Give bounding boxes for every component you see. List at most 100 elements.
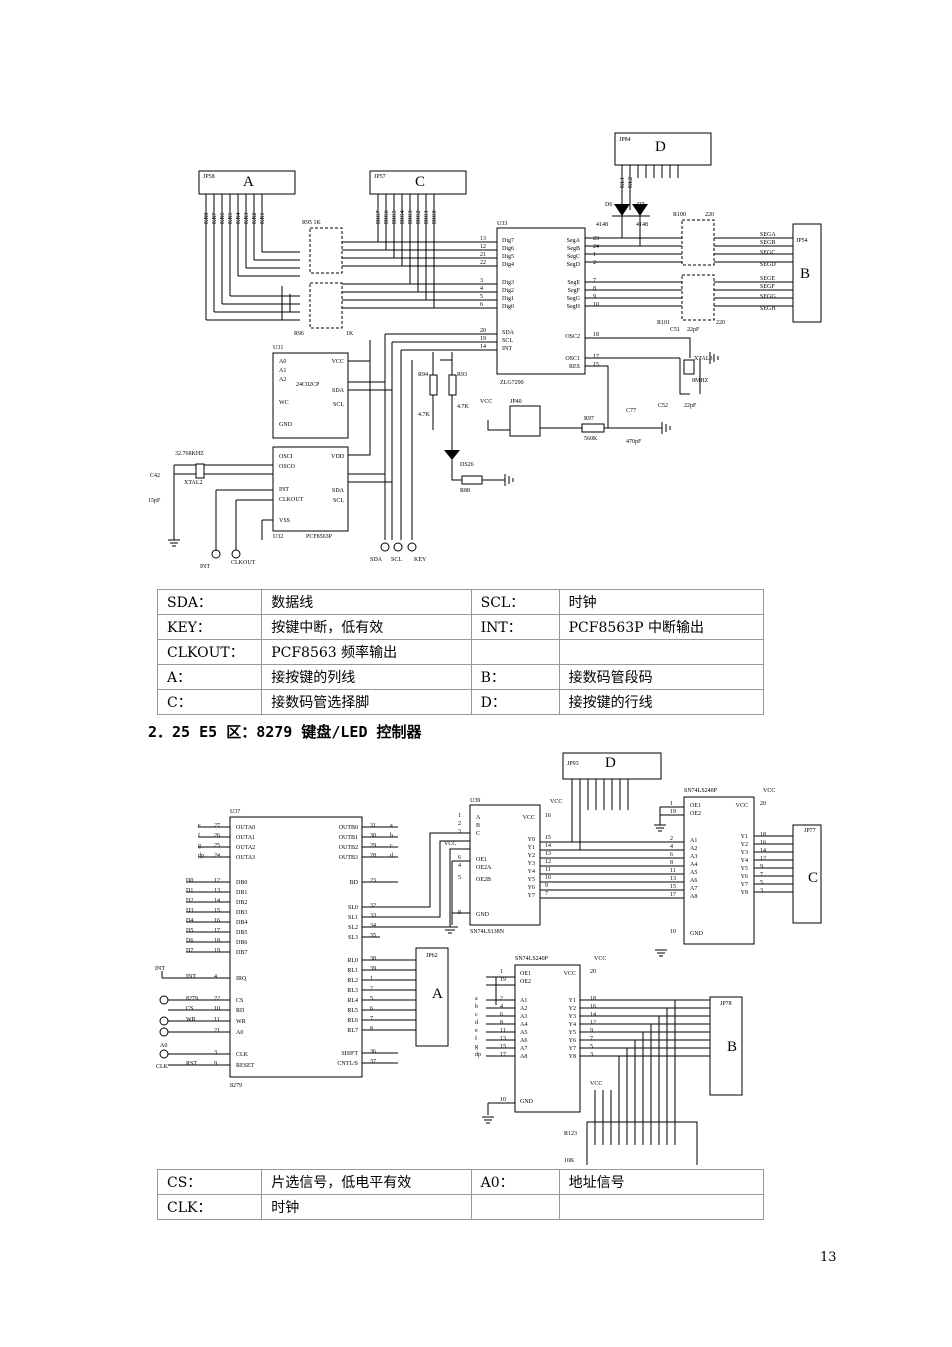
u39-right-pin-num: 14 xyxy=(545,843,551,849)
u37-left-pin-num: 14 xyxy=(214,898,220,904)
u37-right-net: c xyxy=(390,843,393,849)
u40-top-right-pin: Y3 xyxy=(741,850,748,856)
jp78-ref: JP78 xyxy=(720,1001,732,1007)
u37-left-pin-num: 18 xyxy=(214,938,220,944)
u37-left-net: g xyxy=(198,843,201,849)
u40-bottom-net: d xyxy=(475,1020,478,1026)
table-cell: A： xyxy=(156,664,263,690)
u37-right-pin-num: 31 xyxy=(370,823,376,829)
u40-bottom-left-pin: A5 xyxy=(520,1030,527,1036)
jp57-pin-label: DIG7 xyxy=(376,210,382,224)
u37-left-pin: RESET xyxy=(236,1063,255,1069)
u40-bottom-right-pin-num: 14 xyxy=(590,1012,596,1018)
u32-name: PCF8563P xyxy=(306,534,333,540)
table-cell: CLK： xyxy=(156,1194,263,1220)
u33-right-pin: SegC xyxy=(567,254,580,260)
jp57-pin-label: DIG4 xyxy=(400,210,406,224)
u37-right-pin: RL5 xyxy=(347,1008,358,1014)
u37-right-pin-num: 7 xyxy=(370,1016,373,1022)
jp40-ref: JP40 xyxy=(510,399,522,405)
r100-label: R100 xyxy=(673,212,686,218)
seg-label: SEGG xyxy=(760,294,776,300)
u37-right-pin: RL4 xyxy=(347,998,358,1004)
u37-left-pin: DB1 xyxy=(236,890,247,896)
jp77-ref: JP77 xyxy=(804,828,816,834)
jp57-letter: C xyxy=(415,174,425,190)
u40-bottom-net: e xyxy=(475,1028,478,1034)
seg-label: SEGD xyxy=(760,262,776,268)
jp54-connector xyxy=(792,223,822,323)
u39-left-pin: C xyxy=(476,831,480,837)
table-cell: 时钟 xyxy=(558,589,765,615)
u40-bottom-left-pin-num: 2 xyxy=(500,996,503,1002)
u37-right-pin-num: 28 xyxy=(370,853,376,859)
u32-pin: VSS xyxy=(279,518,290,524)
jp58-ref: JP58 xyxy=(203,174,215,180)
table-cell: CLKOUT： xyxy=(156,639,263,665)
u40-top-left-pin-num: 6 xyxy=(670,852,673,858)
u37-left-pin-num: 26 xyxy=(214,833,220,839)
u37-left-pin-num: 13 xyxy=(214,888,220,894)
u39-left-pin-num: 8 xyxy=(458,910,461,916)
u40-bottom-right-pin-num: 16 xyxy=(590,1004,596,1010)
u33-right-pin: OSC2 xyxy=(565,334,580,340)
u31-pin: WC xyxy=(279,400,289,406)
jp58-pin-label: KR8 xyxy=(204,213,210,224)
jp93-ref: JP93 xyxy=(567,761,579,767)
u39-right-pin: Y2 xyxy=(528,853,535,859)
zlg7290-schematic: JP58 A JP57 C JP84 D JP54 B JP40 U33 ZLG… xyxy=(148,132,822,570)
jp58-letter: A xyxy=(243,174,254,190)
u37-right-pin-num: 37 xyxy=(370,1059,376,1065)
u37-left-pin: A0 xyxy=(236,1030,243,1036)
jp84-letter: D xyxy=(655,139,666,155)
u37-left-net: f xyxy=(198,832,200,839)
u37-right-pin: OUTB3 xyxy=(339,855,358,861)
u40-top-right-pin-num: 14 xyxy=(760,848,766,854)
table-cell xyxy=(470,639,560,665)
xtal2-value: 32.768KHZ xyxy=(175,451,204,457)
xtal3-value: 8MHZ xyxy=(692,378,709,384)
u32-pin: INT xyxy=(279,487,289,493)
u37-left-pin: CLK xyxy=(236,1052,249,1058)
u40-bottom-left-pin: A8 xyxy=(520,1054,527,1060)
u40-top-left-pin: OE2 xyxy=(690,811,701,817)
u37-right-pin-num: 36 xyxy=(370,1049,376,1055)
u33-right-pin-num: 17 xyxy=(593,354,599,360)
u40-top-left-pin: A3 xyxy=(690,854,697,860)
u31-ref: U31 xyxy=(273,345,283,351)
u31-pin: GND xyxy=(279,422,293,428)
table-row: CLKOUT：PCF8563 频率输出 xyxy=(156,639,765,665)
u40-bottom-left-pin-num: 1 xyxy=(500,969,503,975)
jp58-pin-label: KR2 xyxy=(252,213,258,224)
u37-right-pin-num: 34 xyxy=(370,923,376,929)
u37-left-net: D2 xyxy=(186,898,193,904)
u40-bottom-net: g xyxy=(475,1044,478,1050)
u37-right-pin-num: 1 xyxy=(370,976,373,982)
u39-left-pin-num: 2 xyxy=(458,821,461,827)
u33-right-pin: SegE xyxy=(567,280,580,286)
c51-value: 22pF xyxy=(687,327,700,333)
u37-left-pin: DB6 xyxy=(236,940,247,946)
jp58-pin-label: KR3 xyxy=(244,213,250,224)
seg-label: SEGF xyxy=(760,284,775,290)
jp93-connector xyxy=(562,752,662,780)
u40-top-right-pin: Y2 xyxy=(741,842,748,848)
table-cell: 地址信号 xyxy=(558,1169,765,1195)
u40-top-left-pin: GND xyxy=(690,931,704,937)
r101-network xyxy=(681,274,715,321)
u40-bottom-ref: SN74LS240P xyxy=(515,956,549,962)
r97-label: R97 xyxy=(584,416,594,422)
r88-label: R88 xyxy=(460,488,470,494)
table-cell: SDA： xyxy=(156,589,263,615)
u33-chip xyxy=(496,227,586,375)
u37-right-pin: RL7 xyxy=(347,1028,358,1034)
u37-name: 8279 xyxy=(230,1083,242,1089)
u40-top-right-pin: Y5 xyxy=(741,866,748,872)
vcc-label: VCC xyxy=(480,399,492,405)
jp84-ref: JP84 xyxy=(619,137,631,143)
